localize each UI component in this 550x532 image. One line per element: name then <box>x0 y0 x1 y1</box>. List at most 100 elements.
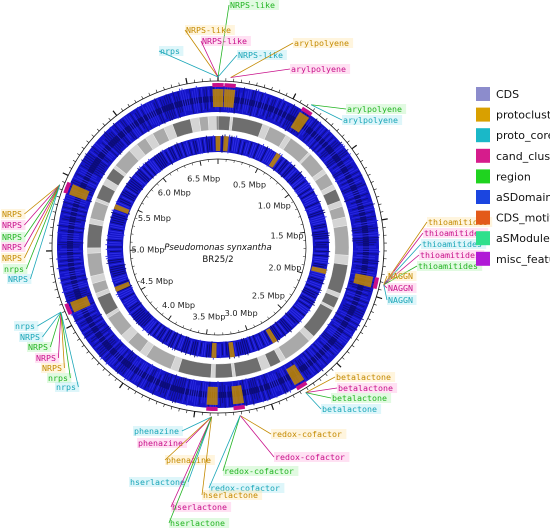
feature-spike <box>64 278 88 285</box>
scale-label: 4.5 Mbp <box>140 276 173 286</box>
inner-spike <box>304 203 322 211</box>
feature-spike <box>318 138 335 155</box>
callout-label-bg <box>41 363 66 373</box>
feature-spike <box>317 137 333 153</box>
inner-spike <box>313 252 326 255</box>
inner-spike <box>297 302 311 312</box>
feature-spike <box>133 362 147 383</box>
feature-spike <box>123 116 140 139</box>
inner-spike <box>130 180 144 191</box>
feature-spike <box>78 171 99 184</box>
feature-spike <box>118 122 132 139</box>
feature-spike <box>350 197 369 205</box>
cds-block <box>300 153 324 178</box>
cds-block <box>328 205 346 221</box>
feature-spike <box>104 138 122 155</box>
inner-spike <box>124 190 137 198</box>
feature-spike <box>116 123 133 143</box>
feature-spike <box>132 362 145 382</box>
callout-label-bg <box>342 115 403 125</box>
inner-spike <box>258 333 265 346</box>
feature-spike <box>145 106 155 125</box>
inner-spike <box>135 312 146 322</box>
feature-spike <box>279 106 292 128</box>
callout-label: betalactone <box>336 372 391 382</box>
inner-spike <box>112 219 125 224</box>
feature-spike <box>308 347 325 366</box>
feature-spike <box>351 227 379 232</box>
feature-spike <box>177 91 184 113</box>
feature-spike <box>61 284 89 294</box>
callout-label-bg <box>129 477 190 487</box>
callout-label-bg <box>387 283 417 293</box>
inner-spike <box>227 134 231 154</box>
feature-spike <box>61 218 82 223</box>
inner-spike <box>233 341 237 355</box>
callout-label-bg <box>27 342 52 352</box>
feature-spike <box>129 363 142 381</box>
feature-spike <box>193 385 198 407</box>
scale-tick <box>156 183 159 186</box>
feature-spike <box>323 141 343 158</box>
callout-label-bg <box>290 64 351 74</box>
feature-spike <box>58 263 81 267</box>
feature-spike <box>134 112 146 129</box>
feature-spike <box>259 376 269 402</box>
outer-tick <box>134 391 137 395</box>
feature-spike <box>58 222 81 227</box>
callout-label-bg <box>55 382 80 392</box>
cluster-protocluster-mark <box>206 386 218 405</box>
feature-spike <box>75 311 98 324</box>
feature-spike <box>228 386 231 408</box>
callout-label: betalactone <box>322 404 377 414</box>
cds-block <box>92 279 109 294</box>
callout-label-bg <box>1 220 26 230</box>
feature-spike <box>328 153 351 170</box>
feature-spike <box>355 222 376 227</box>
inner-spike <box>137 167 150 180</box>
feature-spike <box>346 294 369 304</box>
feature-spike <box>181 380 188 404</box>
feature-spike <box>326 152 348 169</box>
feature-spike <box>64 216 87 222</box>
feature-spike <box>251 89 260 117</box>
outer-tick <box>155 401 158 405</box>
feature-spike <box>193 88 199 114</box>
inner-spike <box>126 182 139 192</box>
feature-spike <box>347 286 369 294</box>
outer-tick <box>319 112 322 116</box>
feature-spike <box>310 344 327 361</box>
legend-label: aSDomain <box>496 191 550 204</box>
cds-block <box>303 303 333 337</box>
inner-spike <box>199 342 203 355</box>
feature-spike <box>249 89 257 117</box>
scale-tick <box>176 169 179 172</box>
feature-spike <box>248 381 255 406</box>
feature-spike <box>340 312 360 324</box>
callout-label: phenazine <box>138 438 183 448</box>
outer-tick <box>299 99 302 103</box>
inner-spike <box>270 325 281 341</box>
inner-spike <box>314 239 330 242</box>
inner-spike <box>310 215 323 220</box>
feature-spike <box>79 166 98 178</box>
scale-tick <box>141 202 145 205</box>
feature-spike <box>171 95 179 119</box>
feature-spike <box>274 373 284 394</box>
feature-spike <box>351 236 380 240</box>
inner-spike <box>280 318 292 333</box>
inner-spike <box>121 292 135 301</box>
inner-spike <box>275 158 286 171</box>
callout-label: hserlactone <box>130 477 185 487</box>
feature-spike <box>113 349 129 366</box>
feature-spike <box>236 89 240 110</box>
feature-spike <box>253 93 261 117</box>
callout-label-bg <box>423 228 489 238</box>
feature-spike <box>81 159 106 176</box>
feature-spike <box>262 97 270 116</box>
inner-spike <box>197 139 201 155</box>
inner-spike <box>245 141 251 157</box>
feature-spike <box>123 360 139 381</box>
inner-spike <box>297 185 311 195</box>
